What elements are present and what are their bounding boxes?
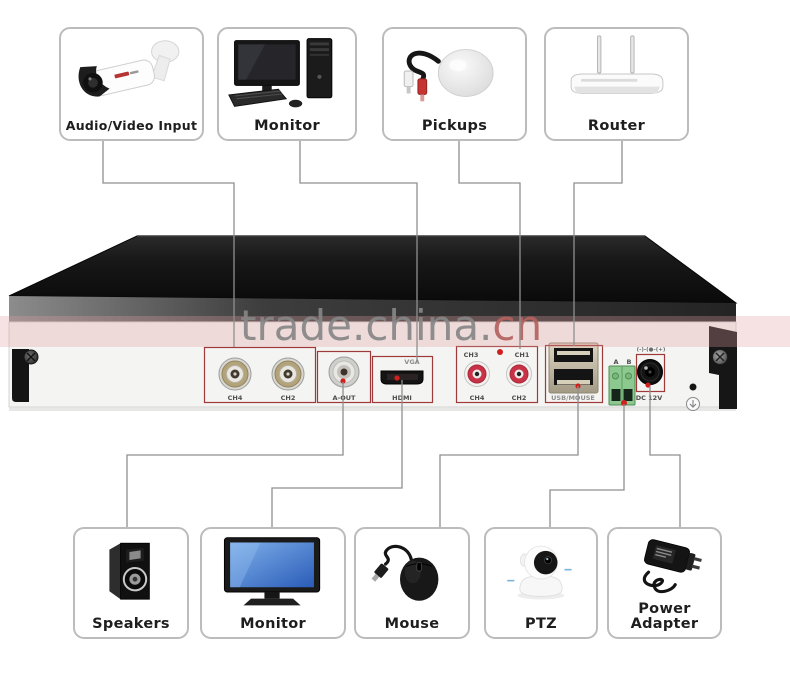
port-label-aout: A-OUT — [333, 394, 357, 402]
device-label: Power Adapter — [630, 600, 699, 632]
speaker-icon — [109, 542, 150, 600]
ground-symbol-icon — [686, 397, 700, 411]
right-bracket — [709, 326, 737, 409]
port-label-vga: VGA — [404, 358, 419, 366]
power-adapter-icon — [642, 539, 702, 594]
router-icon — [570, 35, 663, 94]
rca-marker — [497, 349, 503, 355]
usb-marker — [575, 383, 581, 389]
device-box-router: Router — [544, 27, 689, 141]
watermark-accent: cn — [492, 301, 543, 350]
port-label-b: B — [627, 358, 632, 366]
port-label-ch1: CH1 — [515, 351, 530, 359]
port-label-ch4b: CH4 — [470, 394, 485, 402]
device-box-speakers: Speakers — [73, 527, 189, 639]
usb-port-group: USB/MOUSE — [544, 342, 604, 404]
rs485-marker — [621, 400, 627, 406]
audio-pickup-icon — [403, 49, 494, 102]
right-screw — [712, 349, 728, 365]
port-label-dc12v: DC 12V — [636, 394, 663, 402]
tv-monitor-icon — [223, 537, 321, 606]
bullet-camera-icon — [78, 40, 179, 97]
rca-jack — [506, 361, 532, 387]
port-label-hdmi: HDMI — [392, 394, 412, 402]
ground-area — [686, 383, 700, 411]
bnc-connector — [218, 357, 252, 391]
device-label: Audio/Video Input — [65, 117, 198, 133]
reset-hole — [689, 383, 697, 391]
port-label-usb: USB/MOUSE — [551, 394, 595, 402]
port-label-ch2b: CH2 — [512, 394, 527, 402]
device-box-monitor-top: Monitor — [217, 27, 357, 141]
left-screw — [23, 349, 39, 365]
port-label-ch2: CH2 — [281, 394, 296, 402]
watermark-main: trade.china. — [240, 301, 493, 350]
bnc-connector — [271, 357, 305, 391]
watermark-text: trade.china.cn — [240, 301, 542, 350]
device-label: Monitor — [254, 117, 320, 134]
dc-marker — [645, 382, 651, 388]
port-label-a: A — [613, 358, 618, 366]
device-box-mouse: Mouse — [354, 527, 470, 639]
hdmi-marker — [394, 375, 400, 381]
device-label: Monitor — [240, 615, 306, 632]
device-label: Router — [587, 117, 646, 134]
device-box-monitor-bottom: Monitor — [200, 527, 346, 639]
mouse-icon — [371, 544, 439, 601]
device-label: PTZ — [525, 615, 557, 632]
rs485-terminal: A B — [608, 358, 636, 406]
device-box-pickups: Pickups — [382, 27, 527, 141]
port-label-ch3: CH3 — [464, 351, 479, 359]
left-bracket — [12, 349, 29, 402]
polarity-label: (-)-(●-(+) — [637, 347, 666, 353]
device-label: Pickups — [421, 117, 488, 134]
device-box-ptz: PTZ — [484, 527, 598, 639]
ptz-camera-icon — [507, 545, 572, 600]
device-box-power-adapter: Power Adapter — [607, 527, 722, 639]
port-label-ch4: CH4 — [228, 394, 243, 402]
device-label: Speakers — [92, 615, 170, 632]
device-label: Mouse — [384, 615, 440, 632]
audio-out-marker — [340, 378, 346, 384]
desktop-pc-icon — [228, 38, 333, 108]
rca-jack — [464, 361, 490, 387]
device-box-av-input: Audio/Video Input — [59, 27, 204, 141]
dc-power-port: (-)-(●-(+) DC 12V — [636, 347, 666, 402]
